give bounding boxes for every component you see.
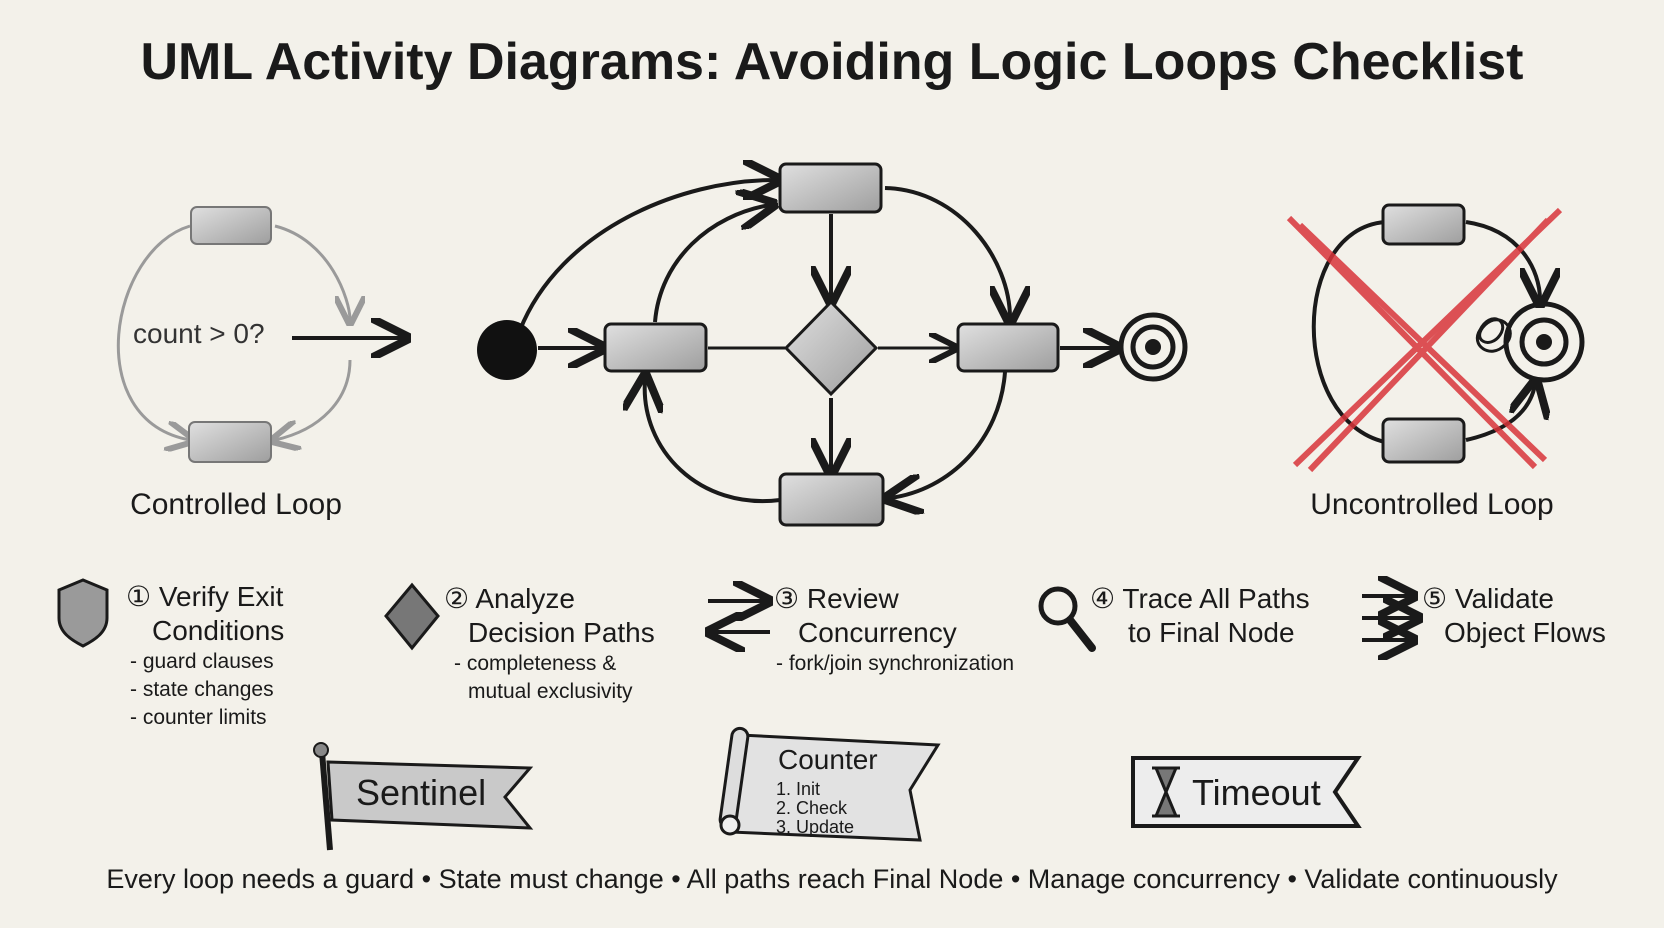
item-detail: mutual exclusivity xyxy=(468,680,633,703)
action-node xyxy=(1381,203,1466,246)
action-node xyxy=(603,322,708,373)
item-heading: Decision Paths xyxy=(468,617,655,648)
item-detail: - state changes xyxy=(130,678,274,701)
item-heading: Validate xyxy=(1454,583,1554,614)
item-heading: Trace All Paths xyxy=(1122,583,1310,614)
item-number: ⑤ xyxy=(1422,583,1448,614)
footer-summary: Every loop needs a guard • State must ch… xyxy=(106,864,1558,894)
loop-arrow xyxy=(275,359,352,440)
item-heading: Object Flows xyxy=(1444,617,1606,648)
item-number: ④ xyxy=(1090,583,1116,614)
counter-step: 2. Check xyxy=(776,798,848,818)
counter-step: 1. Init xyxy=(776,779,821,799)
item-number: ② xyxy=(444,583,470,614)
activity-diagram xyxy=(518,180,1115,504)
flow-arrows-icon xyxy=(1362,596,1415,640)
action-node xyxy=(956,322,1060,373)
bidirectional-arrows-icon xyxy=(708,601,770,632)
counter-scroll xyxy=(718,726,941,842)
action-node xyxy=(778,162,883,214)
controlled-loop xyxy=(116,206,403,463)
checklist-item-verify-exit: ① Verify Exit Conditions - guard clauses… xyxy=(126,580,284,732)
checklist-item-object-flows: ⑤ Validate Object Flows xyxy=(1422,582,1606,650)
action-node xyxy=(778,472,885,527)
flow-arrow xyxy=(645,380,781,504)
uncontrolled-loop xyxy=(1286,203,1585,473)
timeout-label: Timeout xyxy=(1192,772,1321,813)
final-node xyxy=(1503,301,1585,383)
counter-steps: 1. Init 2. Check 3. Update xyxy=(776,780,854,837)
loop-arrow xyxy=(1465,220,1540,300)
action-node xyxy=(1381,417,1466,464)
tangle-scribble xyxy=(1475,317,1512,353)
item-heading: to Final Node xyxy=(1128,617,1295,648)
counter-step: 3. Update xyxy=(776,817,855,837)
page-title: UML Activity Diagrams: Avoiding Logic Lo… xyxy=(140,33,1524,91)
item-detail: - counter limits xyxy=(130,706,267,729)
flow-arrow xyxy=(890,371,1007,498)
item-number: ③ xyxy=(774,583,800,614)
flow-arrow xyxy=(518,180,775,331)
item-detail: - fork/join synchronization xyxy=(776,652,1015,675)
item-heading: Analyze xyxy=(475,583,575,614)
diamond-icon xyxy=(384,582,440,651)
item-heading: Conditions xyxy=(152,615,285,646)
uncontrolled-loop-label: Uncontrolled Loop xyxy=(1310,488,1554,521)
sentinel-label: Sentinel xyxy=(356,772,487,813)
item-heading: Review xyxy=(806,583,899,614)
flow-arrow xyxy=(884,186,1010,318)
decision-node xyxy=(783,299,879,397)
checklist-item-decision-paths: ② Analyze Decision Paths - completeness … xyxy=(444,582,655,706)
loop-arrow xyxy=(274,224,350,320)
loop-arrow xyxy=(1465,385,1535,442)
flow-arrow xyxy=(653,205,770,323)
red-cross-icon xyxy=(1286,207,1563,473)
item-heading: Concurrency xyxy=(798,617,957,648)
final-node xyxy=(1118,312,1188,382)
item-number: ① xyxy=(126,581,152,612)
hourglass-icon xyxy=(1152,766,1180,818)
item-detail: - guard clauses xyxy=(130,650,274,673)
counter-title: Counter xyxy=(778,744,878,775)
item-heading: Verify Exit xyxy=(158,581,284,612)
checklist-item-concurrency: ③ Review Concurrency - fork/join synchro… xyxy=(774,582,1014,678)
checklist-item-trace-paths: ④ Trace All Paths to Final Node xyxy=(1090,582,1310,650)
timeout-banner xyxy=(1131,756,1362,828)
action-node xyxy=(188,421,272,463)
magnifier-icon xyxy=(1038,586,1096,652)
controlled-loop-label: Controlled Loop xyxy=(130,488,342,521)
initial-node xyxy=(477,320,537,380)
sentinel-flag xyxy=(313,742,534,851)
loop-arrow xyxy=(116,224,190,440)
item-detail: - completeness & xyxy=(454,652,617,675)
shield-icon xyxy=(57,578,109,648)
action-node xyxy=(190,206,272,245)
guard-condition: count > 0? xyxy=(133,318,265,349)
